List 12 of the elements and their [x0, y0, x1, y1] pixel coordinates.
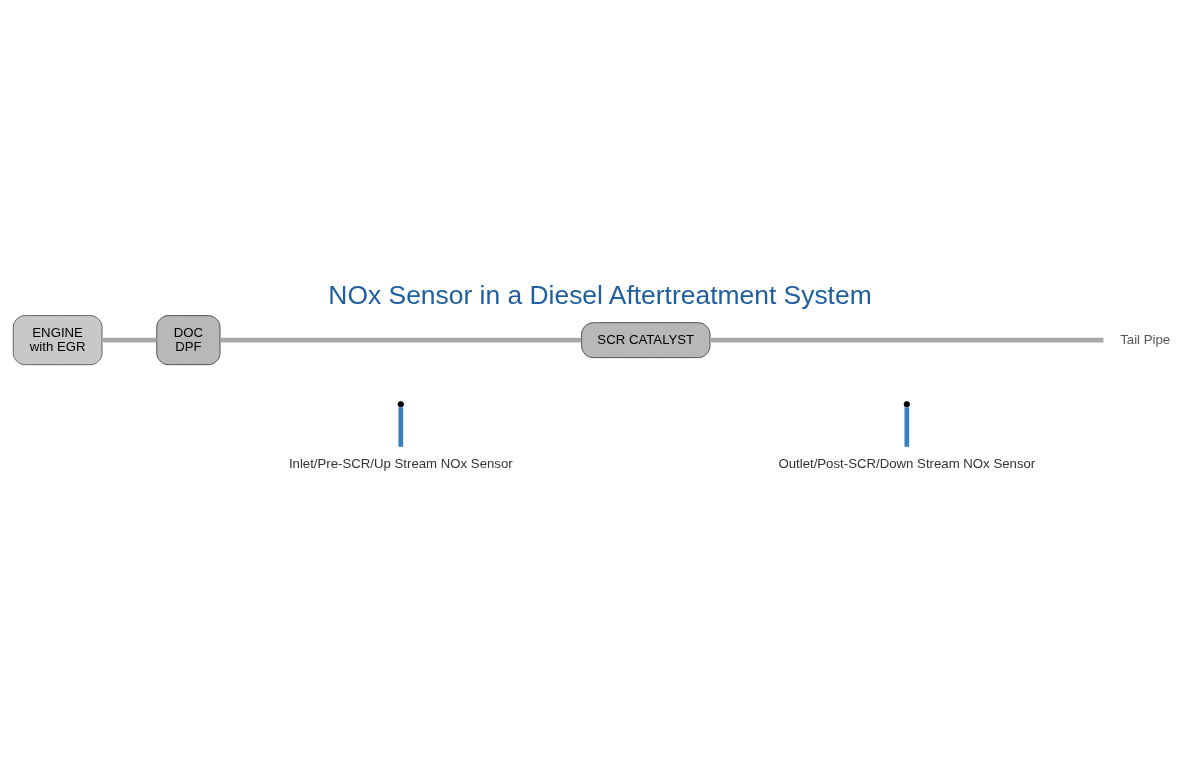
connector — [220, 337, 582, 343]
connector — [904, 407, 910, 447]
node-box: ENGINE with EGR — [12, 315, 103, 366]
node-text: Outlet/Post-SCR/Down Stream NOx Sensor — [778, 456, 1036, 472]
node-text: Tail Pipe — [1120, 331, 1171, 347]
connector — [710, 337, 1104, 343]
connector — [398, 407, 404, 447]
node-box: SCR CATALYST — [581, 322, 711, 359]
connector — [102, 337, 157, 343]
node-box: DOC DPF — [156, 315, 221, 366]
node-text: Inlet/Pre-SCR/Up Stream NOx Sensor — [288, 456, 513, 472]
diagram-title: NOx Sensor in a Diesel Aftertreatment System — [328, 279, 872, 310]
